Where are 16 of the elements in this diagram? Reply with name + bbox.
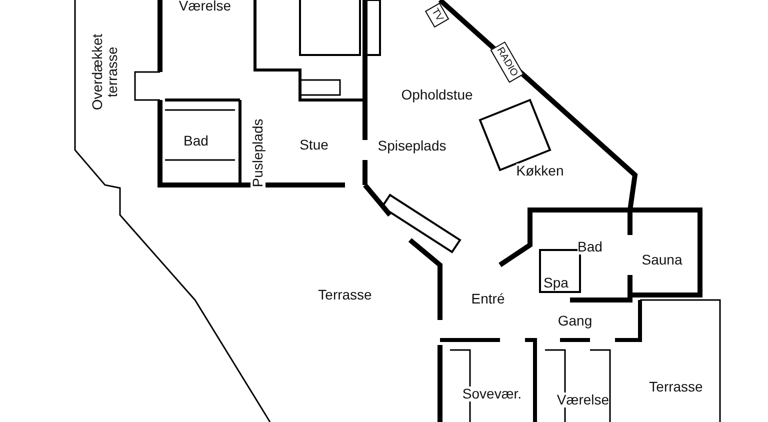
room-label: Værelse xyxy=(178,0,232,14)
room-label: Bad xyxy=(184,134,208,148)
room-label: Sauna xyxy=(642,252,682,268)
room-label: Spa xyxy=(544,276,568,290)
room-label: Køkken xyxy=(516,164,564,178)
appliance-label: TV xyxy=(424,2,450,28)
room-label: Sovevær. xyxy=(462,386,522,402)
room-label: Bad xyxy=(578,240,602,254)
room-label: Terrasse xyxy=(649,380,703,394)
room-label: Gang xyxy=(558,314,592,328)
room-label: Stue xyxy=(300,138,328,152)
room-label: Værelse xyxy=(556,392,610,408)
room-label: Entré xyxy=(471,292,505,306)
room-label: Terrasse xyxy=(318,288,372,302)
room-label: Opholdstue xyxy=(401,88,473,102)
room-label: Spiseplads xyxy=(378,138,446,154)
